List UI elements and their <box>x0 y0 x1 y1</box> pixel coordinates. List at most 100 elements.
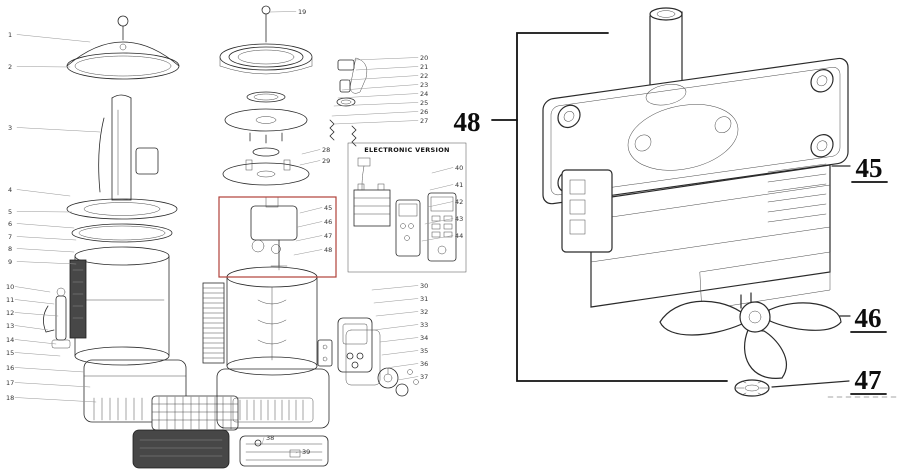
motor-highlight-box <box>218 196 337 278</box>
part-number-6: 6 <box>8 220 12 228</box>
leader-line-1 <box>16 34 91 43</box>
leader-line-28 <box>301 149 321 155</box>
leader-line-9 <box>16 261 77 265</box>
part-number-7: 7 <box>8 233 12 241</box>
part-number-18: 18 <box>6 394 14 402</box>
leader-line-7 <box>16 236 77 241</box>
electronic-version-label: ELECTRONIC VERSION <box>364 146 450 154</box>
part-number-29: 29 <box>322 157 330 165</box>
part-number-26: 26 <box>420 108 428 116</box>
leader-line-29 <box>299 160 321 166</box>
leader-line-16 <box>14 367 85 373</box>
leader-line-13 <box>14 325 49 331</box>
part-number-13: 13 <box>6 322 14 330</box>
callout-48-bracket <box>516 32 728 382</box>
leader-line-39 <box>295 451 301 454</box>
part-number-4: 4 <box>8 186 12 194</box>
part-number-37: 37 <box>420 373 428 381</box>
part-number-31: 31 <box>420 295 428 303</box>
leader-lines <box>14 11 454 454</box>
part-number-24: 24 <box>420 90 428 98</box>
leader-line-3 <box>16 127 101 133</box>
part-number-19: 19 <box>298 8 306 16</box>
part-number-38: 38 <box>266 434 274 442</box>
part-number-1: 1 <box>8 31 12 39</box>
leader-line-8 <box>16 248 75 253</box>
leader-line-34 <box>379 337 419 343</box>
leader-line-33 <box>373 324 419 331</box>
part-number-10: 10 <box>6 283 14 291</box>
part-number-36: 36 <box>420 360 428 368</box>
leader-line-36 <box>385 363 419 369</box>
leader-line-35 <box>381 350 419 356</box>
leader-line-20 <box>353 57 419 61</box>
leader-line-21 <box>355 66 419 71</box>
part-number-39: 39 <box>302 448 310 456</box>
part-number-14: 14 <box>6 336 14 344</box>
part-number-33: 33 <box>420 321 428 329</box>
part-numbers: 1234567891011121314151617181920212223242… <box>6 8 463 456</box>
part-number-46: 46 <box>324 218 332 226</box>
part-number-42: 42 <box>455 198 463 206</box>
part-number-21: 21 <box>420 63 428 71</box>
part-number-34: 34 <box>420 334 428 342</box>
part-number-48: 48 <box>324 246 332 254</box>
leader-line-37 <box>397 376 419 381</box>
leader-line-24 <box>337 93 419 99</box>
part-number-17: 17 <box>6 379 14 387</box>
leader-line-48 <box>293 249 323 256</box>
part-number-35: 35 <box>420 347 428 355</box>
callout-47-label: 47 <box>855 365 882 395</box>
leader-line-32 <box>375 311 419 317</box>
leader-line-38 <box>261 437 265 445</box>
leader-line-26 <box>331 111 419 117</box>
electronic-version-box: ELECTRONIC VERSION <box>347 142 467 273</box>
part-number-28: 28 <box>322 146 330 154</box>
motor-detail-view: 48 45 46 47 <box>454 7 899 398</box>
part-number-9: 9 <box>8 258 12 266</box>
leader-line-2 <box>16 66 71 68</box>
propeller <box>659 300 842 379</box>
callout-48-label: 48 <box>454 107 481 137</box>
leader-line-22 <box>347 75 419 81</box>
callout-46-label: 46 <box>855 303 882 333</box>
callout-45-label: 45 <box>856 153 883 183</box>
part-number-45: 45 <box>324 204 332 212</box>
part-number-2: 2 <box>8 63 12 71</box>
leader-line-4 <box>16 189 71 197</box>
leader-line-45 <box>299 207 323 214</box>
part-number-20: 20 <box>420 54 428 62</box>
part-number-41: 41 <box>455 181 463 189</box>
part-number-5: 5 <box>8 208 12 216</box>
small-parts-column <box>329 57 368 147</box>
part-number-8: 8 <box>8 245 12 253</box>
part-number-12: 12 <box>6 309 14 317</box>
part-number-15: 15 <box>6 349 14 357</box>
leader-line-47 <box>295 235 323 242</box>
part-number-32: 32 <box>420 308 428 316</box>
leader-line-18 <box>14 397 97 403</box>
shaft-cap <box>734 379 770 397</box>
leader-line-15 <box>14 352 61 357</box>
leader-line-42 <box>427 201 454 208</box>
part-number-3: 3 <box>8 124 12 132</box>
leader-line-25 <box>333 102 419 107</box>
leader-line-31 <box>373 298 419 304</box>
leader-line-41 <box>429 184 454 191</box>
part-number-11: 11 <box>6 296 14 304</box>
part-number-30: 30 <box>420 282 428 290</box>
part-number-23: 23 <box>420 81 428 89</box>
control-panel-parts <box>337 317 419 397</box>
leader-line-46 <box>297 221 323 228</box>
part-number-43: 43 <box>455 215 463 223</box>
part-number-27: 27 <box>420 117 428 125</box>
part-number-44: 44 <box>455 232 463 240</box>
part-number-40: 40 <box>455 164 463 172</box>
part-number-22: 22 <box>420 72 428 80</box>
leader-line-44 <box>421 235 454 242</box>
leader-line-17 <box>14 382 91 388</box>
leader-line-27 <box>333 120 419 125</box>
leader-line-40 <box>431 167 454 174</box>
